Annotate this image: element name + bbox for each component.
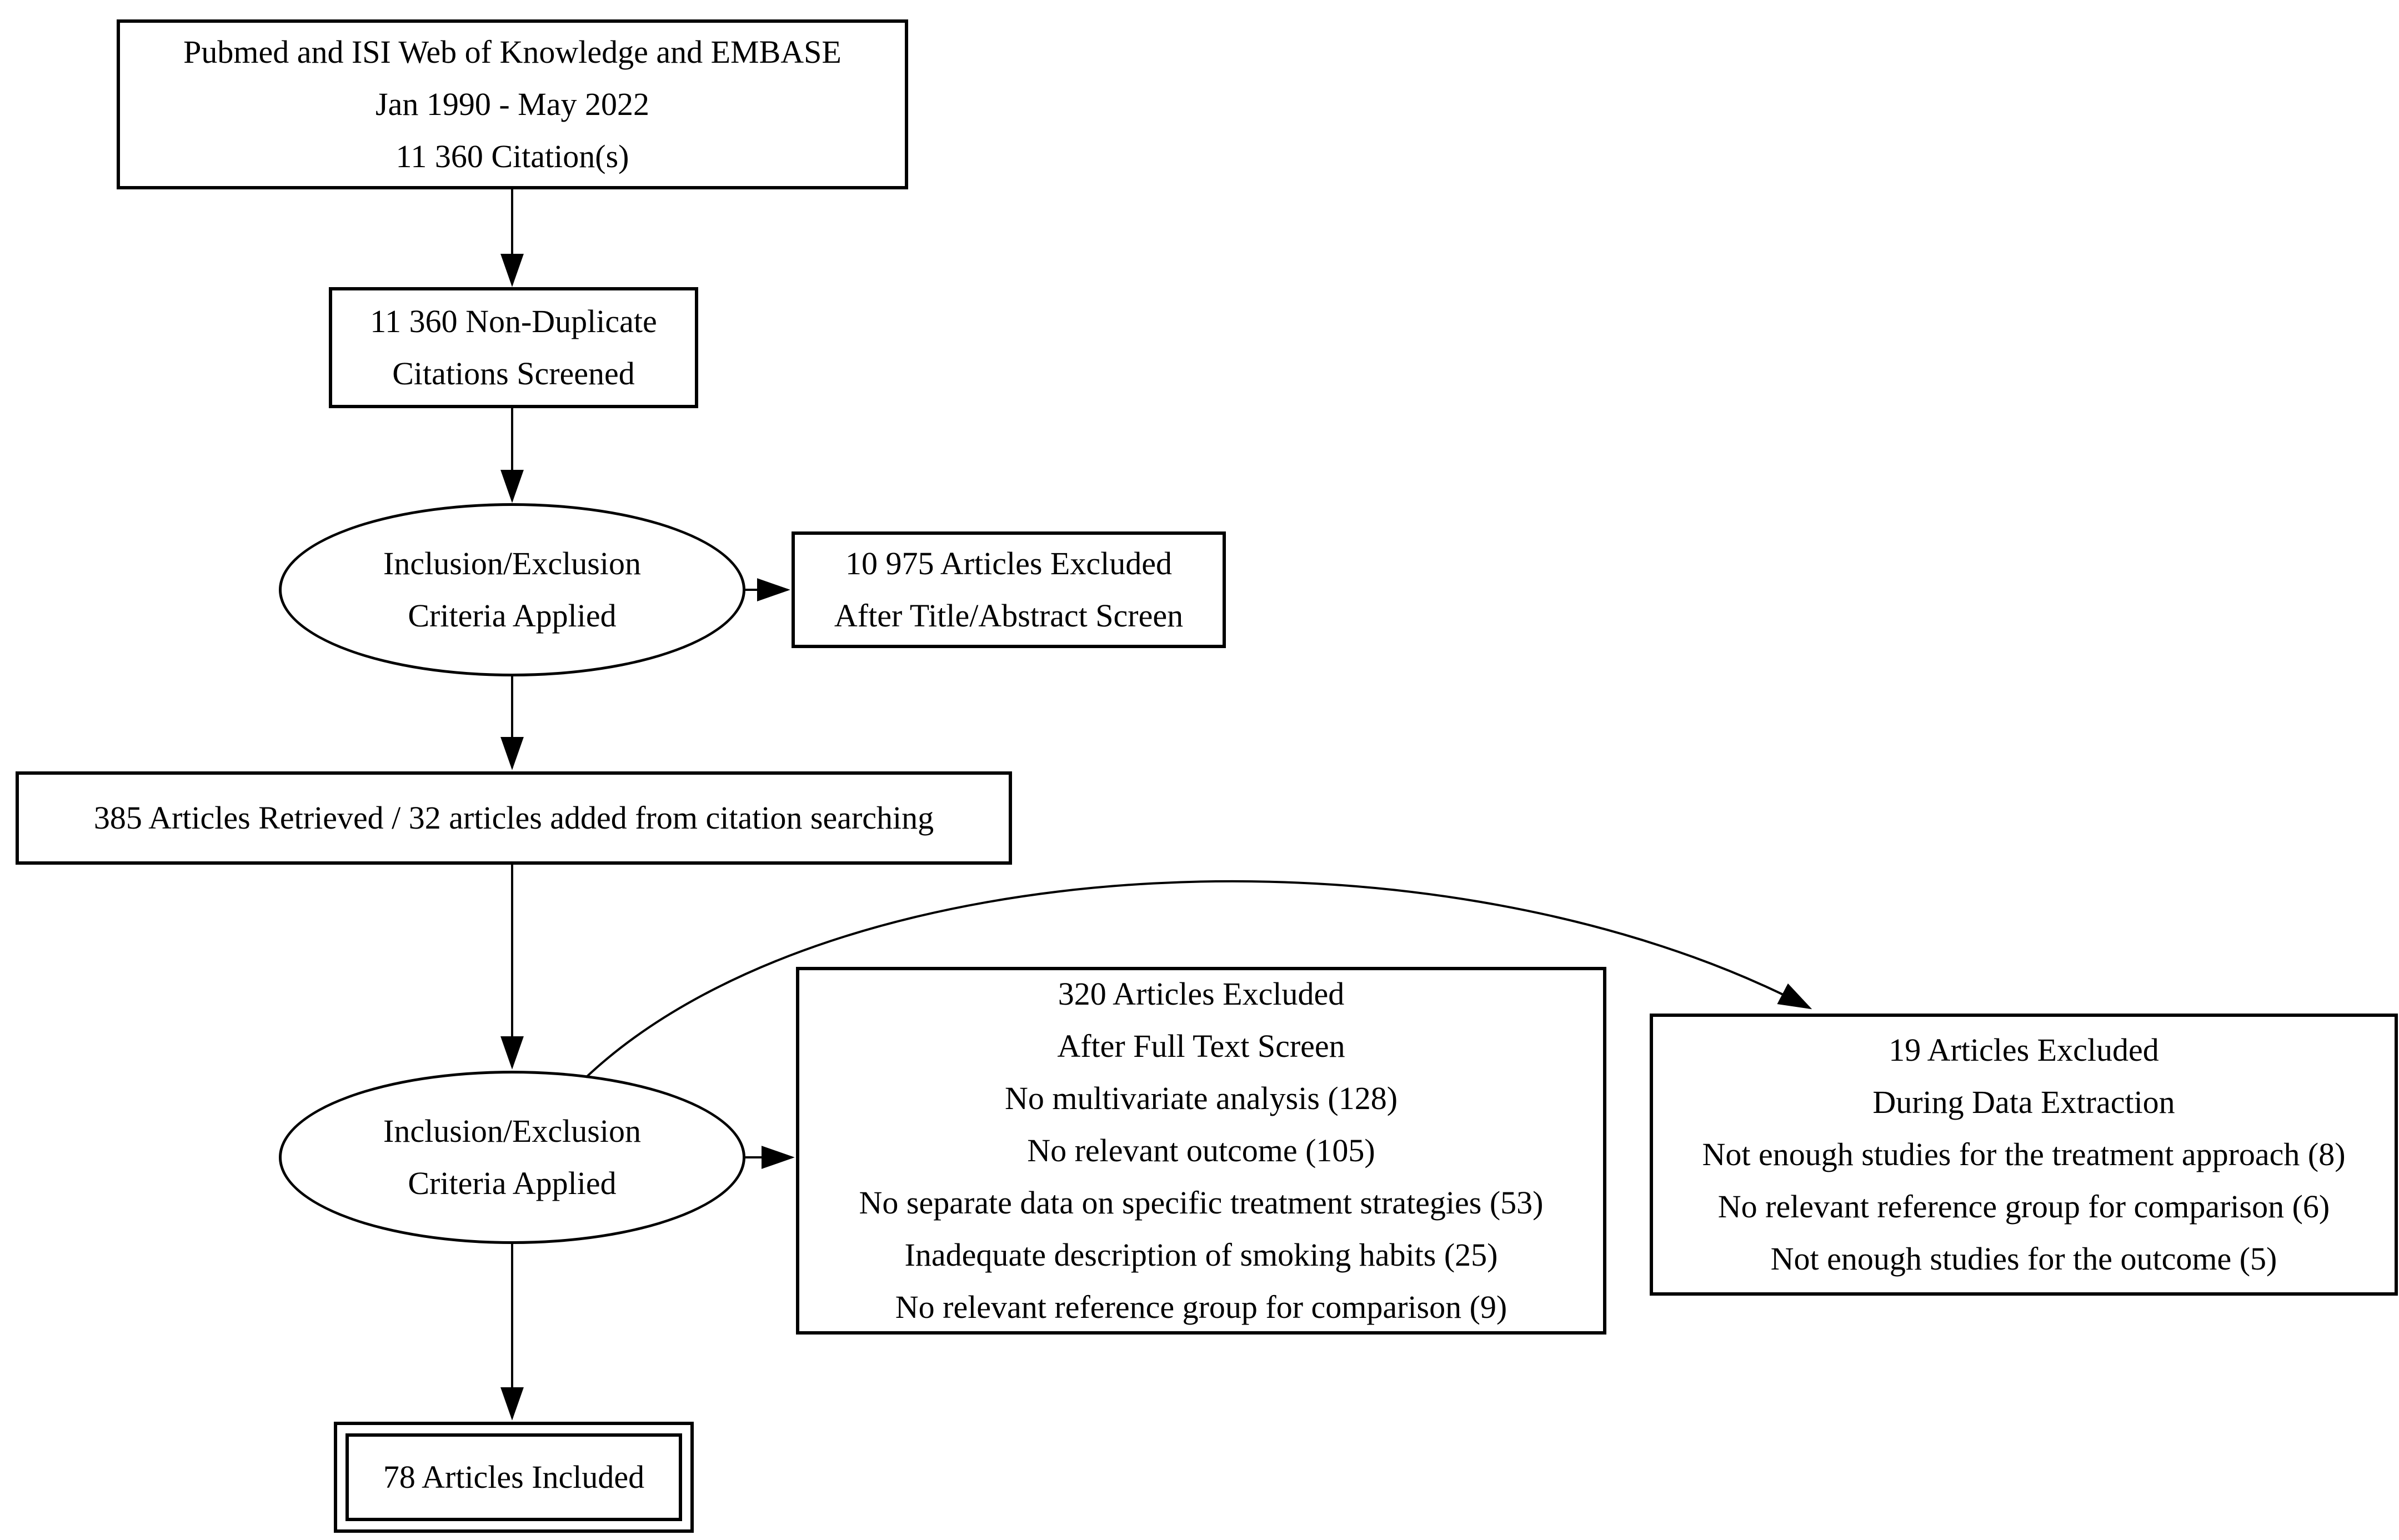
node-text-line: 19 Articles Excluded: [1889, 1032, 2159, 1068]
node-text-line: No relevant reference group for comparis…: [1717, 1188, 2330, 1225]
node-text-line: Inclusion/Exclusion: [383, 1113, 641, 1149]
node-text-line: After Full Text Screen: [1057, 1028, 1345, 1064]
node-text-line: Not enough studies for the outcome (5): [1770, 1241, 2277, 1277]
node-text-line: 385 Articles Retrieved / 32 articles add…: [93, 800, 934, 836]
included-inner-border: 78 Articles Included: [345, 1433, 682, 1521]
node-excluded-full-text: 320 Articles Excluded After Full Text Sc…: [796, 967, 1606, 1335]
node-text-line: 10 975 Articles Excluded: [845, 545, 1172, 581]
node-text-line: Inadequate description of smoking habits…: [904, 1237, 1498, 1273]
node-text-line: 78 Articles Included: [383, 1459, 645, 1495]
node-articles-retrieved: 385 Articles Retrieved / 32 articles add…: [16, 771, 1012, 865]
node-excluded-data-extraction: 19 Articles Excluded During Data Extract…: [1650, 1014, 2398, 1296]
node-criteria-applied-1: Inclusion/Exclusion Criteria Applied: [279, 503, 745, 676]
node-excluded-title-abstract: 10 975 Articles Excluded After Title/Abs…: [792, 531, 1226, 648]
node-text-line: After Title/Abstract Screen: [834, 598, 1184, 634]
node-text-line: No separate data on specific treatment s…: [859, 1185, 1544, 1221]
node-articles-included: 78 Articles Included: [334, 1422, 694, 1533]
node-text-line: No relevant outcome (105): [1027, 1132, 1375, 1168]
node-databases-searched: Pubmed and ISI Web of Knowledge and EMBA…: [117, 19, 908, 189]
node-text-line: Criteria Applied: [408, 1165, 617, 1201]
node-text-line: Inclusion/Exclusion: [383, 545, 641, 581]
node-text-line: Citations Screened: [392, 355, 635, 392]
node-text-line: During Data Extraction: [1872, 1084, 2175, 1120]
node-text-line: 320 Articles Excluded: [1058, 976, 1345, 1012]
node-text-line: Jan 1990 - May 2022: [375, 86, 649, 122]
node-text-line: Pubmed and ISI Web of Knowledge and EMBA…: [183, 34, 842, 70]
node-criteria-applied-2: Inclusion/Exclusion Criteria Applied: [279, 1071, 745, 1244]
node-text-line: Not enough studies for the treatment app…: [1702, 1136, 2346, 1172]
node-text-line: No multivariate analysis (128): [1004, 1080, 1398, 1116]
node-text-line: 11 360 Citation(s): [395, 138, 629, 174]
node-nonduplicate-screened: 11 360 Non-Duplicate Citations Screened: [329, 287, 698, 408]
node-text-line: Criteria Applied: [408, 598, 617, 634]
node-text-line: No relevant reference group for comparis…: [895, 1289, 1507, 1325]
node-text-line: 11 360 Non-Duplicate: [370, 303, 657, 339]
